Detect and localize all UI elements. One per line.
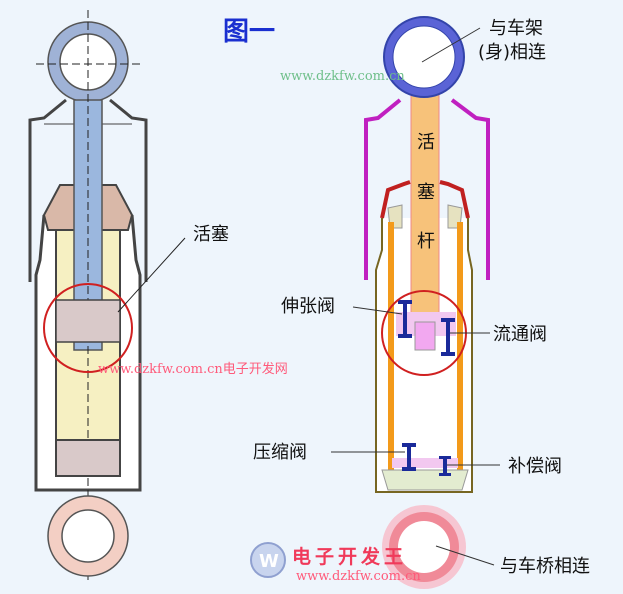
top-mount-label-line2: (身)相连: [478, 42, 546, 63]
piston-label: 活塞: [193, 224, 229, 245]
bottom-mount-label: 与车桥相连: [500, 556, 590, 577]
dust-cover: [364, 98, 490, 280]
watermark-top: www.dzkfw.com.cn: [280, 69, 405, 84]
compensation-valve-label: 补偿阀: [508, 456, 562, 477]
rebound-valve: [398, 300, 412, 338]
logo-w-icon: [250, 542, 286, 578]
piston-rod: [410, 94, 440, 324]
rod-label-char-1: 活: [417, 132, 435, 153]
watermark-middle: www.dzkfw.com.cn电子开发网: [98, 361, 288, 377]
flow-valve-label: 流通阀: [493, 324, 547, 345]
compression-valve: [402, 443, 416, 471]
figure-title: 图一: [223, 17, 275, 47]
top-mount-label-line1: 与车架: [489, 18, 543, 39]
bottom-mount-eye: [398, 521, 450, 573]
left-piston: [55, 299, 121, 343]
left-piston-highlight: [43, 283, 133, 373]
left-shock-absorber: 活塞: [28, 10, 229, 580]
right-shock-absorber: 活 塞 杆 与车架 (身)相连 伸张阀 流通阀 压缩阀: [253, 16, 590, 589]
compression-valve-label: 压缩阀: [253, 442, 307, 463]
rebound-valve-label: 伸张阀: [281, 296, 335, 317]
flow-valve: [441, 318, 455, 356]
outer-cylinder: [375, 218, 473, 493]
site-logo: W 电子开发王 www.dzkfw.com.cn: [250, 542, 421, 584]
svg-text:W: W: [259, 551, 279, 572]
compensation-valve: [439, 456, 451, 476]
logo-url: www.dzkfw.com.cn: [296, 569, 421, 584]
rod-label-char-3: 杆: [417, 231, 435, 252]
rod-label-char-2: 塞: [417, 182, 435, 203]
logo-name: 电子开发王: [292, 545, 407, 568]
